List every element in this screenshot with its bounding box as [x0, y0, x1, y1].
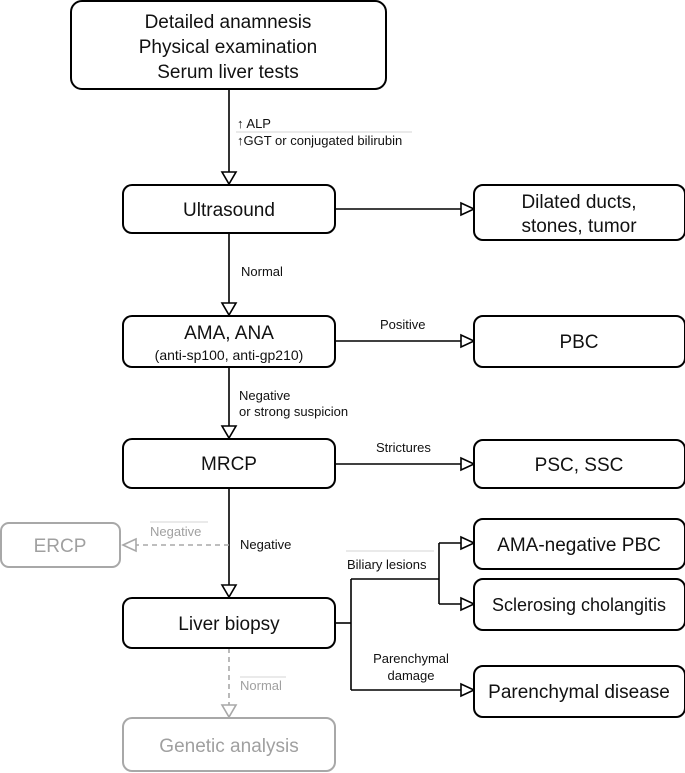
arrow-to-ama	[220, 302, 238, 317]
node-mrcp-box	[122, 438, 336, 489]
node-psc-label: PSC, SSC	[535, 455, 624, 476]
node-dilated: Dilated ducts, stones, tumor	[473, 184, 685, 241]
arrow-to-mrcp	[220, 425, 238, 440]
node-sclerosing-label: Sclerosing cholangitis	[492, 595, 666, 615]
node-pbc-box	[473, 315, 685, 368]
node-ama: AMA, ANA (anti-sp100, anti-gp210)	[122, 315, 336, 368]
node-dilated-line2: stones, tumor	[521, 216, 637, 237]
node-genetic: Genetic analysis	[122, 717, 336, 772]
arrow-to-biopsy	[220, 584, 238, 599]
node-ercp-box	[0, 522, 121, 568]
node-sclerosing-box	[473, 578, 685, 631]
edge-label-parenchymal-line1: Parenchymal	[373, 651, 449, 666]
node-mrcp-label: MRCP	[201, 454, 257, 475]
edge-label-positive: Positive	[380, 317, 426, 332]
node-dilated-line1: Dilated ducts,	[521, 192, 636, 213]
node-start-line3: Serum liver tests	[157, 62, 298, 83]
arrow-to-ultrasound	[220, 171, 238, 186]
node-biopsy: Liver biopsy	[122, 597, 336, 649]
node-ultrasound-label: Ultrasound	[183, 200, 275, 221]
node-mrcp: MRCP	[122, 438, 336, 489]
edge-label-negative-ercp: Negative	[150, 524, 201, 539]
node-ultrasound-box	[122, 184, 336, 234]
node-dilated-box	[473, 184, 685, 241]
node-parenchymal-label: Parenchymal disease	[488, 682, 670, 703]
node-biopsy-box	[122, 597, 336, 649]
node-ama-neg-pbc-box	[473, 518, 685, 570]
node-start-box	[70, 0, 387, 90]
node-genetic-label: Genetic analysis	[159, 736, 298, 757]
edge-label-ggt: ↑GGT or conjugated bilirubin	[237, 133, 402, 148]
edge-label-normal-genetic: Normal	[240, 678, 282, 693]
node-start-line1: Detailed anamnesis	[145, 12, 312, 33]
node-ultrasound: Ultrasound	[122, 184, 336, 234]
node-sclerosing: Sclerosing cholangitis	[473, 578, 685, 631]
edge-label-strictures: Strictures	[376, 440, 431, 455]
node-parenchymal: Parenchymal disease	[473, 665, 685, 718]
node-genetic-box	[122, 717, 336, 772]
node-ama-sub: (anti-sp100, anti-gp210)	[155, 347, 304, 363]
arrow-to-pbc	[460, 333, 476, 349]
edge-label-negative-line1: Negative	[239, 388, 290, 403]
arrow-to-dilated	[460, 201, 476, 217]
arrow-to-sclerosing	[460, 596, 476, 612]
node-ama-label: AMA, ANA	[184, 323, 274, 344]
arrow-to-psc	[460, 456, 476, 472]
node-psc-box	[473, 439, 685, 489]
edge-label-normal: Normal	[241, 264, 283, 279]
node-ercp: ERCP	[0, 522, 121, 568]
arrow-to-genetic	[220, 704, 238, 719]
edge-label-alp: ↑ ALP	[237, 116, 271, 131]
node-ama-neg-pbc: AMA-negative PBC	[473, 518, 685, 570]
edge-label-biliary: Biliary lesions	[347, 557, 427, 572]
node-start: Detailed anamnesis Physical examination …	[70, 0, 387, 90]
arrow-to-ercp	[121, 537, 137, 553]
edge-label-negative-line2: or strong suspicion	[239, 404, 348, 419]
node-psc: PSC, SSC	[473, 439, 685, 489]
arrow-to-ama-neg-pbc	[460, 535, 476, 551]
edge-label-negative-biopsy: Negative	[240, 537, 291, 552]
node-ama-box	[122, 315, 336, 368]
node-ercp-label: ERCP	[34, 536, 87, 557]
node-pbc: PBC	[473, 315, 685, 368]
edge-label-parenchymal-line2: damage	[388, 668, 435, 683]
node-ama-neg-pbc-label: AMA-negative PBC	[497, 535, 661, 556]
arrow-to-parenchymal	[460, 682, 476, 698]
node-start-line2: Physical examination	[139, 37, 317, 58]
node-pbc-label: PBC	[559, 332, 598, 353]
node-biopsy-label: Liver biopsy	[178, 614, 280, 635]
node-parenchymal-box	[473, 665, 685, 718]
